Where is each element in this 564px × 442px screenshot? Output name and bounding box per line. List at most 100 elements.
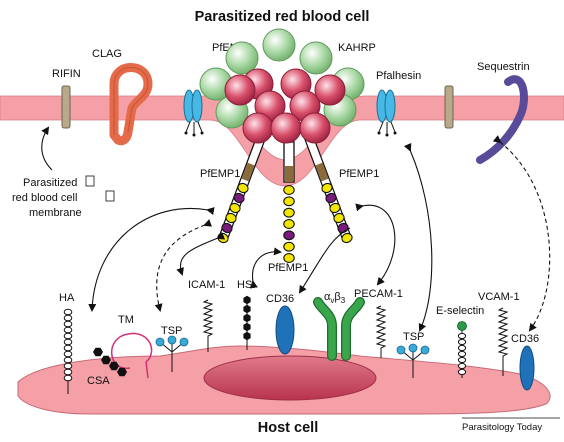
pfemp1-domain — [329, 202, 341, 214]
pfalhesin-right — [376, 89, 397, 137]
pecam1-receptor — [375, 305, 387, 358]
eselectin-unit — [457, 338, 467, 346]
ha-unit — [63, 350, 73, 358]
pfemp1-domain — [283, 196, 295, 207]
glyph-box-1 — [85, 175, 95, 187]
knob-green — [225, 41, 259, 75]
tsp-head — [155, 337, 165, 347]
knob-pink — [224, 74, 256, 106]
pfemp1-center — [283, 141, 295, 183]
pfemp1-domain — [221, 222, 233, 234]
hs-unit — [243, 322, 251, 332]
sequestrin-label: Sequestrin — [477, 61, 530, 73]
hs-chain — [243, 295, 251, 350]
pfemp1-domain — [283, 185, 295, 195]
ha-unit — [63, 314, 73, 322]
eselectin-unit — [457, 356, 467, 364]
clag-label: CLAG — [92, 48, 122, 60]
tsp-head — [396, 345, 406, 355]
pfemp1-domain — [333, 212, 345, 224]
pfemp1-center-label: PfEMP1 — [268, 262, 308, 274]
ha-label: HA — [59, 292, 75, 304]
membrane-label-line3: membrane — [29, 207, 82, 219]
eselectin-unit — [457, 362, 467, 370]
eselectin-receptor — [457, 321, 467, 378]
kahrp-label: KAHRP — [338, 42, 376, 54]
glyph-box-2 — [105, 190, 115, 202]
pfemp1-domain — [325, 192, 337, 204]
ha-unit — [63, 374, 73, 382]
integrin-receptor — [313, 297, 365, 361]
knob-green — [299, 41, 333, 75]
pfalhesin-label: Pfalhesin — [376, 70, 421, 82]
pfemp1-center-domains — [283, 185, 295, 263]
pfemp1-right-domains — [321, 182, 353, 244]
hs-unit — [243, 295, 251, 305]
integrin-label: αvβ3 — [324, 291, 346, 305]
hs-unit — [243, 313, 251, 323]
eselectin-unit — [457, 344, 467, 352]
knob-pink — [242, 112, 274, 144]
csa-chain — [93, 347, 127, 377]
cd36-right-receptor — [519, 345, 535, 391]
arrow-membrane — [41, 126, 53, 171]
pfemp1-domain — [225, 212, 237, 224]
tsp-right-label: TSP — [403, 331, 424, 343]
vcam1-receptor — [497, 307, 509, 376]
ha-receptor — [63, 308, 73, 394]
knob-cluster — [199, 28, 365, 144]
source-label: Parasitology Today — [462, 422, 542, 433]
csa-unit — [117, 367, 127, 377]
tsp-head — [179, 337, 189, 347]
arrow-hs-pfemp1 — [249, 247, 282, 289]
pfemp1-domain — [283, 253, 295, 263]
cd36-center-label: CD36 — [266, 293, 294, 305]
hs-label: HS — [237, 279, 252, 291]
arrow-pfemp1-tsp-left — [154, 219, 213, 312]
pfemp1-domain — [321, 182, 333, 194]
pfalhesin-left — [183, 89, 204, 137]
zigzag-chain — [202, 299, 214, 352]
tsp-head — [408, 343, 418, 353]
pfemp1-domain — [283, 230, 295, 241]
arrow-pfalhesin-tsp — [403, 142, 433, 332]
csa-label: CSA — [87, 375, 110, 387]
csa-unit — [109, 361, 119, 371]
ha-unit — [63, 368, 73, 376]
pfemp1-domain — [341, 232, 353, 244]
pfemp1-domain — [283, 241, 295, 252]
pfemp1-domain — [229, 202, 241, 214]
vcam1-label: VCAM-1 — [478, 291, 520, 303]
ha-unit — [63, 362, 73, 370]
membrane-label-line1: Parasitized — [23, 177, 77, 189]
knob-pink — [299, 112, 331, 144]
csa-unit — [93, 347, 103, 357]
ha-unit — [63, 344, 73, 352]
csa-unit — [101, 355, 111, 365]
rifin-protein — [61, 85, 71, 129]
arrow-pfemp1-ha — [88, 207, 215, 312]
knob-green — [262, 28, 296, 62]
ha-unit — [63, 308, 73, 316]
icam1-receptor — [202, 299, 214, 352]
ha-unit — [63, 326, 73, 334]
pfemp1-left-domains — [217, 182, 249, 244]
ha-unit — [63, 356, 73, 364]
ha-unit — [63, 332, 73, 340]
tsp-right-receptor — [396, 343, 430, 378]
hs-unit — [243, 304, 251, 314]
pfemp1-domain — [237, 182, 249, 194]
tsp-head — [420, 345, 430, 355]
ha-unit — [63, 338, 73, 346]
rifin-protein-right — [444, 85, 454, 129]
pfemp1-domain — [233, 192, 245, 204]
arrow-pfemp1-cd36 — [298, 227, 351, 294]
ha-unit — [63, 320, 73, 328]
tsp-head — [167, 335, 177, 345]
host-cell-title: Host cell — [258, 420, 318, 436]
arrow-sequestrin-cd36 — [492, 135, 551, 332]
cd36-right-label: CD36 — [511, 333, 539, 345]
pfemp1-domain — [283, 219, 295, 229]
membrane-label-line2: red blood cell — [12, 192, 77, 204]
